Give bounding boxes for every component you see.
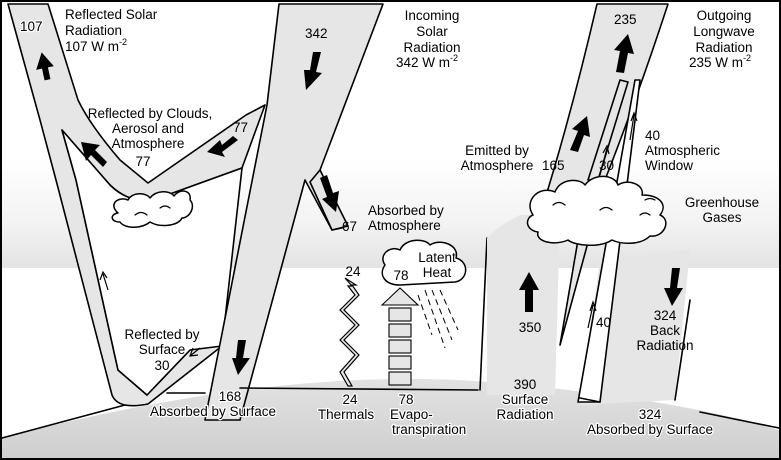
absorbed-atmo-line2: Atmosphere	[368, 218, 441, 233]
outgoing-heading-2: Longwave	[693, 24, 755, 39]
thermals-top-value: 24	[345, 264, 361, 279]
clouds-reflect-line1: Reflected by Clouds,	[88, 106, 213, 121]
reflected-solar-heading-2: Radiation	[65, 23, 122, 38]
evapo-bottom-value: 78	[398, 392, 413, 407]
back-radiation-edge	[674, 299, 691, 401]
arrow-clouds-in-icon	[207, 136, 238, 157]
surface-reflect-line1: Reflected by	[124, 327, 199, 342]
surface-radiation-line1: Surface	[502, 392, 549, 407]
evapo-label-line2: transpiration	[392, 422, 466, 437]
flow-arrows	[36, 34, 683, 375]
surface-edge-left	[1, 404, 126, 439]
outgoing-heading-1: Outgoing	[697, 8, 752, 23]
cloud-emission-value: 30	[599, 158, 614, 173]
emitted-atmo-value: 165	[542, 158, 565, 173]
clouds-reflect-value-in: 77	[233, 120, 248, 135]
window-line2: Window	[645, 158, 693, 173]
arrow-back-radiation-icon	[664, 268, 683, 306]
arrow-window-low-icon	[587, 300, 597, 329]
greenhouse-cloud-detail	[552, 197, 656, 216]
surface-radiation-line2: Radiation	[496, 407, 553, 422]
clouds-reflect-value-out: 77	[135, 154, 150, 169]
incoming-heading-1: Incoming	[405, 8, 460, 23]
arrow-absorbed-atmo-icon	[320, 175, 339, 212]
clouds-reflect-line3: Atmosphere	[112, 136, 185, 151]
surface-edge-right	[699, 411, 780, 429]
greenhouse-cloud-icon	[526, 175, 667, 246]
arrow-reflected-clouds-icon	[81, 142, 107, 167]
surface-absorbed-value: 350	[519, 320, 542, 335]
arrow-absorbed-surface-icon	[232, 340, 250, 375]
incoming-band-value: 342	[305, 26, 328, 41]
cloud-left-detail	[134, 205, 171, 216]
cloud-left-icon	[111, 190, 194, 228]
greenhouse-line2: Gases	[702, 210, 741, 225]
reflected-solar-heading-1: Reflected Solar	[65, 7, 158, 22]
arrow-emitted-atmo-icon	[570, 116, 590, 152]
latent-heat-cloud-icon	[381, 239, 467, 286]
absorbed-surface-solar-value: 168	[219, 389, 242, 404]
evapotranspiration-icon	[380, 287, 420, 386]
surface-reflect-value: 30	[154, 358, 169, 373]
incoming-heading-2: Solar	[416, 24, 448, 39]
outgoing-heading-4: 235 W m-2	[689, 53, 751, 70]
back-radiation-value: 324	[654, 308, 677, 323]
clouds-reflect-line2: Aerosol and	[112, 121, 184, 136]
emitted-atmo-line1: Emitted by	[465, 143, 529, 158]
window-lower-value: 40	[596, 315, 611, 330]
arrow-window-up-icon	[629, 111, 638, 141]
absorbed-surface-solar-label: Absorbed by Surface	[150, 404, 276, 419]
absorbed-surface-lw-label: Absorbed by Surface	[587, 422, 713, 437]
rain-icon	[417, 289, 459, 349]
evapo-top-value: 78	[393, 268, 408, 283]
absorbed-atmo-value: 67	[342, 219, 357, 234]
latent-heat-line2: Heat	[423, 265, 452, 280]
window-line1: Atmospheric	[645, 143, 720, 158]
thermals-label: Thermals	[318, 407, 375, 422]
window-value: 40	[645, 128, 660, 143]
incoming-heading-4: 342 W m-2	[396, 53, 458, 70]
outgoing-top-value: 235	[614, 12, 637, 27]
incoming-heading-3: Radiation	[403, 40, 460, 55]
arrow-incoming-icon	[304, 52, 322, 90]
back-radiation-line1: Back	[650, 323, 680, 338]
latent-heat-line1: Latent	[418, 250, 456, 265]
reflected-solar-heading-3: 107 W m-2	[65, 37, 127, 54]
arrow-cloud-emission-icon	[599, 144, 610, 176]
arrow-surface-reflect-up-icon	[99, 270, 109, 291]
absorbed-atmo-line1: Absorbed by	[368, 203, 444, 218]
labels: 107 Reflected Solar Radiation 107 W m-2 …	[19, 7, 759, 438]
surface-radiation-value: 390	[514, 377, 537, 392]
surface-line-b	[239, 387, 479, 391]
window-base	[579, 397, 601, 403]
emitted-atmo-line2: Atmosphere	[461, 158, 534, 173]
thermals-icon	[339, 277, 360, 387]
arrow-surface-radiation-icon	[519, 272, 539, 312]
greenhouse-line1: Greenhouse	[685, 195, 759, 210]
arrow-surface-reflect-in-icon	[189, 347, 201, 357]
incoming-solar-band	[204, 3, 384, 421]
thermals-bottom-value: 24	[342, 392, 358, 407]
arrow-outgoing-icon	[614, 34, 634, 73]
latent-column-edge	[479, 237, 488, 391]
thin-arrows	[99, 111, 638, 357]
reflected-solar-top-value: 107	[20, 19, 43, 34]
arrow-reflected-up-icon	[36, 52, 54, 81]
evapo-label-line1: Evapo-	[390, 407, 433, 422]
back-radiation-line2: Radiation	[636, 338, 693, 353]
surface-reflect-line2: Surface	[139, 342, 186, 357]
outgoing-heading-3: Radiation	[695, 40, 752, 55]
surface-radiation-region	[487, 215, 560, 395]
absorbed-surface-lw-value: 324	[639, 407, 662, 422]
